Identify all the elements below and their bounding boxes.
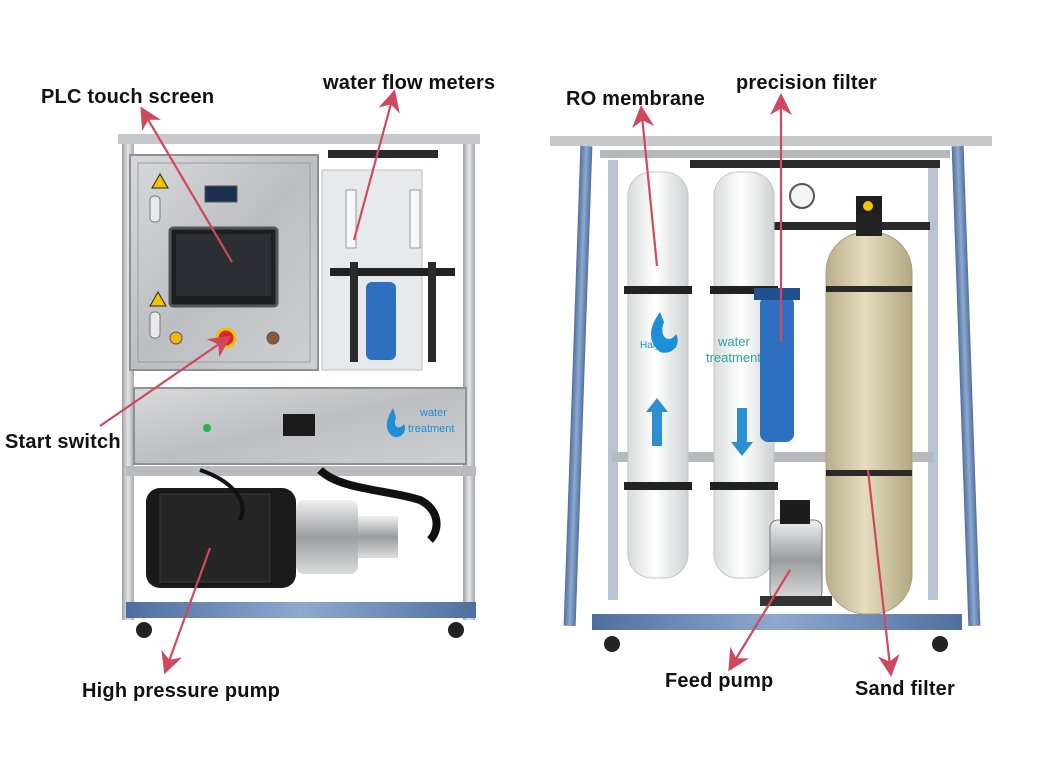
- high-pressure-pump-fins: [159, 493, 271, 583]
- label-high-pressure-pump: High pressure pump: [82, 680, 281, 702]
- power-indicator-light: [203, 424, 211, 432]
- blue-filter-housing: [366, 282, 396, 360]
- membrane-clamp: [710, 482, 778, 490]
- pump-cable: [199, 468, 245, 521]
- high-pressure-pump-head: [296, 500, 358, 574]
- feed-pump-base: [760, 596, 832, 606]
- right-frame-top: [550, 136, 992, 146]
- membrane-clamp: [624, 482, 692, 490]
- logo-text-water-right: water: [717, 334, 750, 349]
- plc-touch-screen-glass: [176, 234, 271, 296]
- label-feed-pump: Feed pump: [665, 670, 774, 692]
- arrow-feed-pump: [728, 569, 791, 672]
- sand-filter-valve-head: [856, 214, 882, 236]
- flow-meter: [409, 189, 421, 249]
- water-treatment-logo-right: [650, 312, 678, 353]
- arrow-plc-touch-screen: [140, 106, 233, 263]
- pipe-horizontal: [330, 268, 455, 276]
- arrow-water-flow-meters: [352, 89, 400, 241]
- label-ro-membrane: RO membrane: [566, 88, 705, 110]
- caster-wheel: [604, 636, 620, 652]
- left-unit: [118, 134, 480, 638]
- right-frame-post-left: [563, 145, 593, 627]
- label-plc-touch-screen: PLC touch screen: [41, 86, 215, 108]
- caster-wheel: [932, 636, 948, 652]
- label-water-flow-meters: water flow meters: [323, 72, 496, 94]
- back-pipe: [690, 160, 940, 168]
- logo-text-water-left: water: [419, 407, 447, 419]
- caster-wheel: [136, 622, 152, 638]
- flow-direction-arrow-icon: [731, 442, 753, 456]
- membrane-clamp: [624, 286, 692, 294]
- ro-membrane-vessel: [627, 171, 689, 579]
- left-frame-top-bar: [118, 134, 480, 144]
- left-frame-post-right: [463, 140, 475, 620]
- arrow-start-switch: [99, 335, 232, 427]
- pipe-top: [328, 150, 438, 158]
- right-frame-inner-left: [608, 160, 618, 600]
- precision-filter-cap: [754, 288, 800, 300]
- cabinet-lock-icon: [149, 195, 161, 223]
- yellow-valve-icon: [863, 201, 873, 211]
- flow-direction-arrow-icon: [652, 410, 662, 446]
- label-start-switch: Start switch: [5, 431, 121, 453]
- precision-filter-housing: [760, 296, 794, 442]
- logo-text-brand-right: Haiyuan: [640, 340, 677, 351]
- right-frame-bottom: [592, 614, 962, 630]
- left-frame-mid-bar: [126, 466, 476, 476]
- pump-hose: [317, 466, 441, 543]
- label-sand-filter: Sand filter: [855, 678, 955, 700]
- indicator-button: [266, 331, 280, 345]
- arrow-ro-membrane: [632, 105, 659, 267]
- arrow-sand-filter: [866, 469, 900, 677]
- membrane-clamp: [710, 286, 778, 294]
- sand-filter-band: [826, 286, 912, 292]
- right-frame-inner-right: [928, 160, 938, 600]
- yellow-indicator-button: [169, 331, 183, 345]
- logo-text-treatment-left: treatment: [408, 423, 454, 435]
- feed-pump-head: [780, 500, 810, 524]
- label-precision-filter: precision filter: [736, 72, 878, 94]
- right-unit: [550, 136, 992, 652]
- warning-sticker-icon: [151, 172, 169, 189]
- right-frame-post-right: [951, 145, 981, 627]
- flow-direction-arrow-icon: [646, 398, 668, 412]
- back-pipe: [760, 222, 930, 230]
- digital-display: [204, 185, 238, 203]
- logo-text-treatment-right: treatment: [706, 350, 761, 365]
- pipe-vertical: [350, 262, 358, 362]
- cabinet-lock-icon: [149, 311, 161, 339]
- callout-arrows: [99, 89, 900, 677]
- cabinet-inner-panel: [137, 162, 311, 363]
- pressure-gauge-icon: [789, 183, 815, 209]
- arrow-high-pressure-pump: [161, 547, 212, 675]
- caster-wheel: [448, 622, 464, 638]
- pipe-vertical: [428, 262, 436, 362]
- right-frame-upper-bar: [600, 150, 950, 158]
- flow-direction-arrow-icon: [737, 408, 747, 444]
- warning-sticker-icon: [149, 290, 167, 307]
- flow-meter: [345, 189, 357, 249]
- pump-outlet-pipe: [358, 516, 398, 558]
- water-treatment-logo-left: [386, 408, 406, 438]
- left-frame-bottom-bar: [126, 602, 476, 618]
- controller-display: [283, 414, 315, 436]
